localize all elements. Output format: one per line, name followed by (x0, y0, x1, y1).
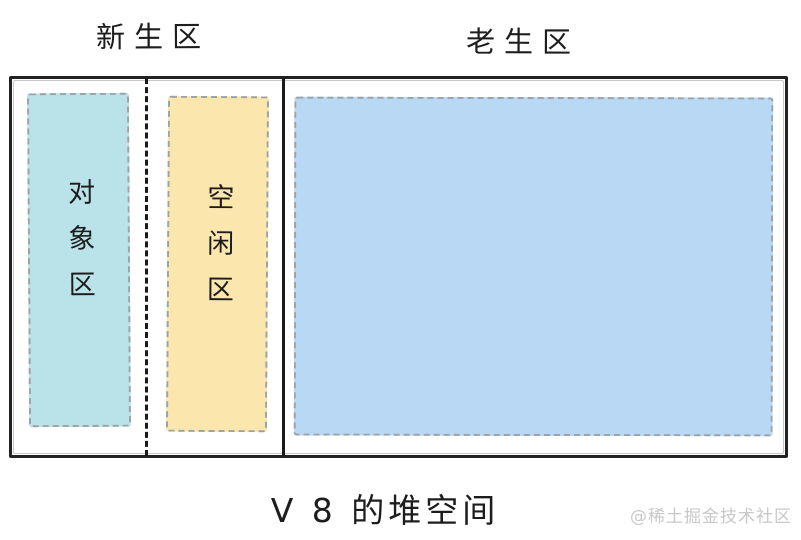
new-generation-dashed-divider (145, 78, 148, 456)
free-area-label: 空闲区 (201, 182, 234, 322)
free-area-box: 空闲区 (165, 95, 270, 433)
object-area-label: 对象区 (62, 177, 95, 317)
diagram-caption: V 8 的堆空间 (270, 491, 500, 530)
new-generation-label: 新生区 (95, 19, 211, 55)
watermark-text: @稀土掘金技术社区 (630, 507, 792, 527)
old-generation-box (293, 96, 774, 437)
old-generation-label: 老生区 (465, 24, 581, 60)
heap-outer-box: 对象区 空闲区 (9, 76, 788, 458)
object-area-box: 对象区 (26, 92, 132, 428)
generation-solid-divider (282, 78, 285, 456)
